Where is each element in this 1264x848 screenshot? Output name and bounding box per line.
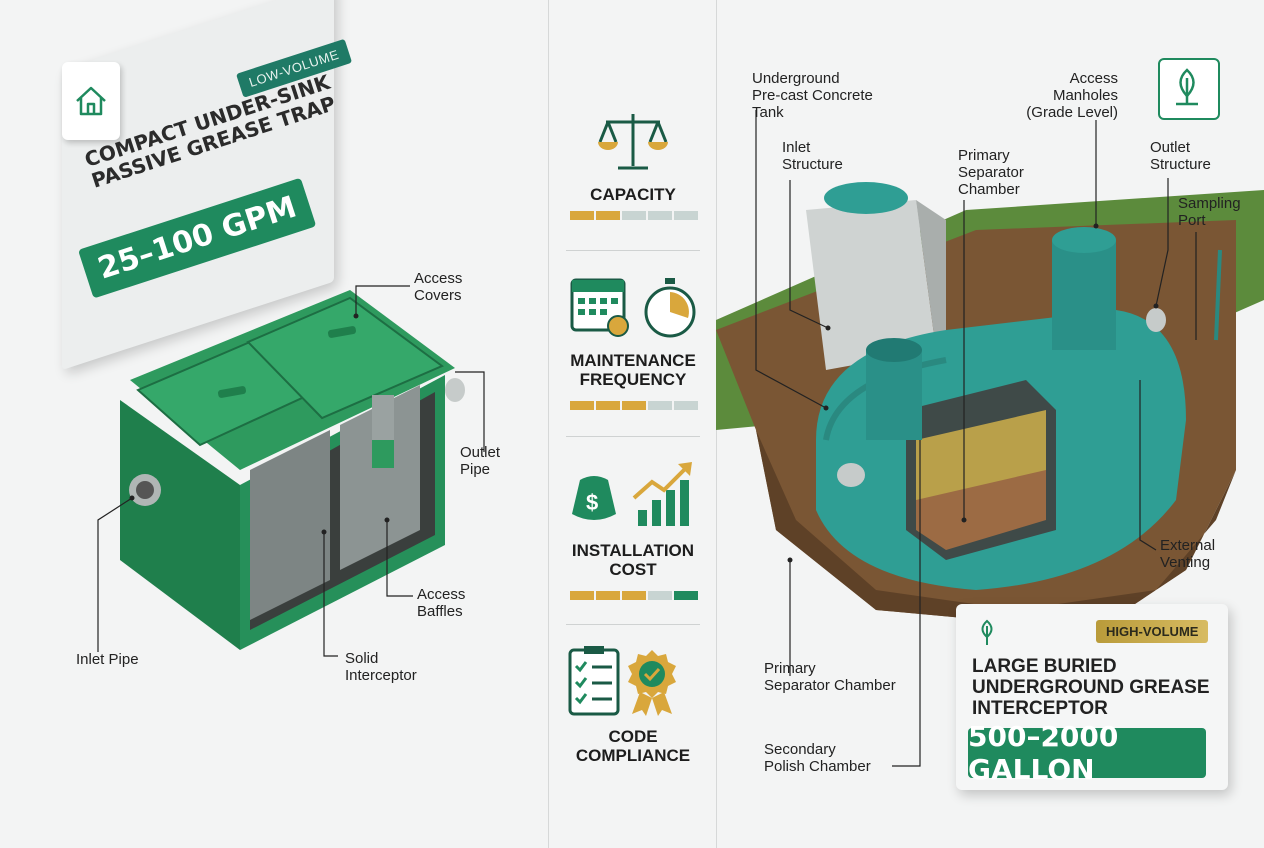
- leaf-icon: [1176, 68, 1198, 106]
- rating-installation: [570, 591, 698, 600]
- rating-capacity: [570, 211, 698, 220]
- label-sampling-port: Sampling Port: [1178, 195, 1241, 229]
- separator-2: [566, 436, 700, 437]
- gallon-badge: 500–2000 GALLON: [968, 720, 1206, 786]
- metric-maintenance: MAINTENANCE FREQUENCY: [560, 351, 706, 389]
- label-external-venting: External Venting: [1160, 537, 1216, 571]
- metric-capacity-title: CAPACITY: [590, 185, 676, 204]
- label-outlet-structure: Outlet Structure: [1150, 139, 1211, 173]
- label-primary-separator-top: Primary Separator Chamber: [958, 147, 1024, 198]
- metric-compliance-title: CODE COMPLIANCE: [575, 727, 691, 765]
- label-inlet-structure: Inlet Structure: [782, 139, 843, 173]
- rating-maintenance: [570, 401, 698, 410]
- label-access-manholes: Access Manholes (Grade Level): [1026, 70, 1118, 121]
- divider-left: [548, 0, 549, 848]
- right-callout-lines: [755, 110, 1197, 767]
- separator-3: [566, 624, 700, 625]
- left-callout-lines: [97, 285, 485, 657]
- calendar-stopwatch-icon: [570, 278, 696, 338]
- scale-icon: [598, 114, 668, 170]
- leaf-small-icon: [981, 619, 993, 645]
- house-icon: [76, 86, 106, 116]
- label-inlet-pipe: Inlet Pipe: [76, 651, 139, 668]
- metric-capacity: CAPACITY: [560, 185, 706, 204]
- house-icon-box: [62, 62, 120, 140]
- label-outlet-pipe: Outlet Pipe: [460, 444, 501, 478]
- checklist-badge-icon: [568, 646, 676, 716]
- money-growth-icon: $: [572, 462, 692, 526]
- label-primary-separator-bottom: Primary Separator Chamber: [764, 660, 896, 694]
- label-solid-interceptor: Solid Interceptor: [345, 650, 417, 684]
- metric-installation: INSTALLATION COST: [560, 541, 706, 579]
- metric-compliance: CODE COMPLIANCE: [560, 727, 706, 765]
- label-access-covers: Access Covers: [414, 270, 463, 304]
- label-secondary-chamber: Secondary Polish Chamber: [764, 741, 871, 775]
- leaf-icon-box: [1158, 58, 1220, 120]
- high-volume-tag: HIGH-VOLUME: [1096, 620, 1209, 643]
- label-access-baffles: Access Baffles: [417, 586, 466, 620]
- svg-text:$: $: [586, 490, 598, 515]
- underground-interceptor-illustration: [716, 182, 1264, 630]
- grease-trap-illustration: [120, 290, 465, 650]
- separator-1: [566, 250, 700, 251]
- metric-installation-title: INSTALLATION COST: [571, 541, 695, 579]
- label-precast-tank: Underground Pre-cast Concrete Tank: [752, 70, 873, 121]
- high-volume-title: LARGE BURIED UNDERGROUND GREASE INTERCEP…: [972, 656, 1210, 719]
- metric-maintenance-title: MAINTENANCE FREQUENCY: [570, 351, 696, 389]
